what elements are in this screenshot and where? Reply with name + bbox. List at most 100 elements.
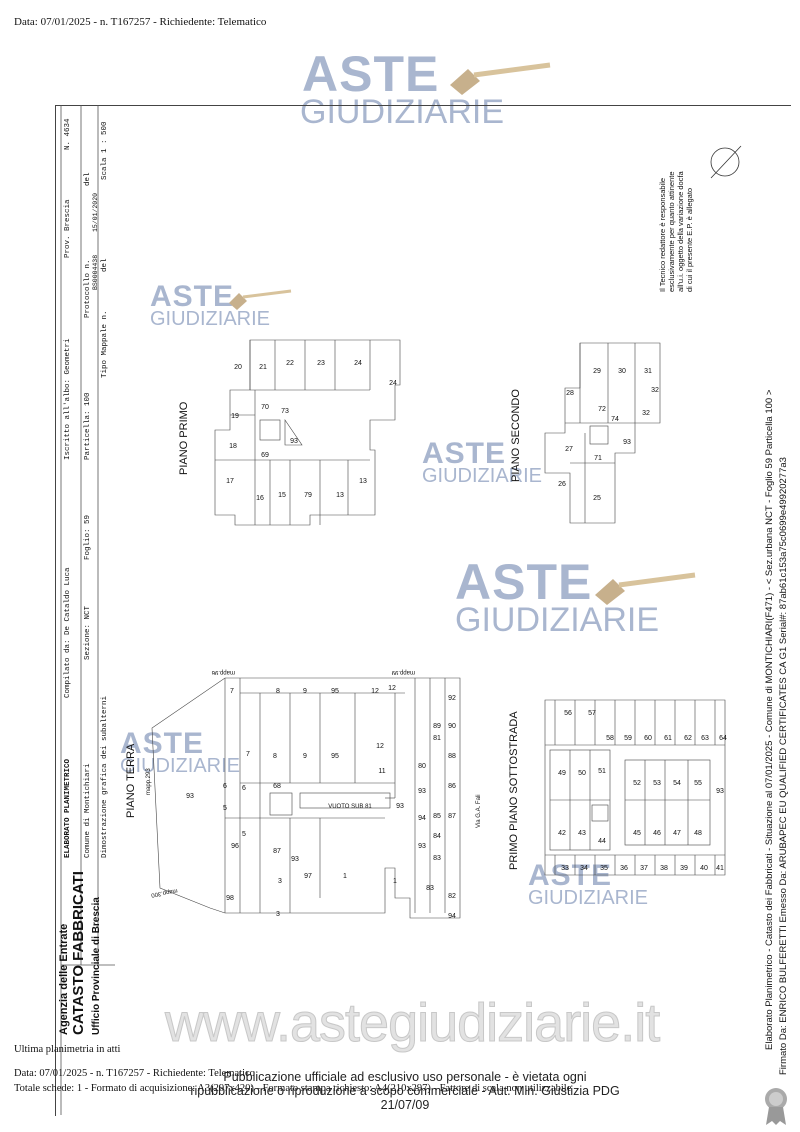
label-vuoto: VUOTO SUB 81	[328, 804, 372, 810]
right-elaborato-text: Elaborato Planimetrico - Catasto dei Fab…	[764, 389, 775, 1050]
tb-elaborato: ELABORATO PLANIMETRICO	[64, 758, 72, 858]
svg-text:54: 54	[673, 780, 681, 787]
svg-text:82: 82	[448, 893, 456, 900]
svg-text:23: 23	[317, 360, 325, 367]
tb-compilato: Compilato da: De Cataldo Luca	[64, 567, 72, 698]
svg-text:24: 24	[354, 360, 362, 367]
svg-text:33: 33	[561, 865, 569, 872]
svg-text:12: 12	[388, 685, 396, 692]
svg-text:1: 1	[393, 878, 397, 885]
svg-text:97: 97	[304, 873, 312, 880]
svg-text:90: 90	[448, 723, 456, 730]
label-piano-terra: PIANO TERRA	[125, 743, 137, 818]
svg-text:93: 93	[396, 803, 404, 810]
svg-text:28: 28	[566, 390, 574, 397]
tb-del: del	[84, 172, 92, 186]
svg-text:43: 43	[578, 830, 586, 837]
svg-text:5: 5	[242, 831, 246, 838]
svg-text:41: 41	[716, 865, 724, 872]
svg-text:93: 93	[418, 788, 426, 795]
svg-text:9: 9	[303, 753, 307, 760]
label-piano-sottostrada: PRIMO PIANO SOTTOSTRADA	[508, 711, 520, 870]
svg-text:5: 5	[223, 805, 227, 812]
svg-text:95: 95	[331, 753, 339, 760]
svg-text:87: 87	[273, 848, 281, 855]
svg-text:88: 88	[448, 753, 456, 760]
svg-text:26: 26	[558, 481, 566, 488]
svg-text:42: 42	[558, 830, 566, 837]
tb-comune: Comune di Montichiari	[84, 763, 92, 858]
svg-text:50: 50	[578, 770, 586, 777]
svg-text:85: 85	[433, 813, 441, 820]
svg-text:93: 93	[418, 843, 426, 850]
svg-text:9: 9	[303, 688, 307, 695]
gavel-icon	[595, 572, 696, 605]
watermark-logo-left: ASTE GIUDIZIARIE	[120, 727, 241, 777]
svg-text:68: 68	[273, 783, 281, 790]
svg-text:58: 58	[606, 735, 614, 742]
svg-text:84: 84	[433, 833, 441, 840]
svg-text:60: 60	[644, 735, 652, 742]
svg-text:74: 74	[611, 416, 619, 423]
svg-text:3: 3	[276, 911, 280, 918]
svg-text:46: 46	[653, 830, 661, 837]
right-firmato-text: Firmato Da: ENRICO BULFERETTI Emesso Da:…	[778, 457, 789, 1075]
svg-text:61: 61	[664, 735, 672, 742]
svg-text:87: 87	[448, 813, 456, 820]
svg-text:40: 40	[700, 865, 708, 872]
svg-text:55: 55	[694, 780, 702, 787]
svg-text:27: 27	[565, 446, 573, 453]
label-mapp99: mapp.99	[391, 669, 415, 675]
svg-text:53: 53	[653, 780, 661, 787]
svg-text:1: 1	[343, 873, 347, 880]
svg-text:83: 83	[433, 855, 441, 862]
svg-text:49: 49	[558, 770, 566, 777]
certificate-badge-icon	[765, 1088, 787, 1125]
svg-text:83: 83	[426, 885, 434, 892]
tb-protocollo-val: BS0004438	[92, 254, 99, 290]
svg-text:38: 38	[660, 865, 668, 872]
north-arrow-icon	[710, 145, 742, 179]
tb-prov: Prov. Brescia	[64, 199, 72, 258]
gavel-icon	[229, 289, 292, 310]
tb-iscritto: Iscritto all'albo: Geometri	[64, 338, 72, 460]
tb-particella: Particella: 100	[84, 392, 92, 460]
watermark-logo-center: ASTE GIUDIZIARIE	[455, 554, 660, 639]
svg-text:52: 52	[633, 780, 641, 787]
drawing-sheet	[55, 105, 791, 1116]
svg-text:92: 92	[448, 695, 456, 702]
tb-foglio: Foglio: 59	[84, 514, 92, 560]
svg-text:69: 69	[261, 452, 269, 459]
label-piano-secondo: PIANO SECONDO	[510, 389, 522, 482]
svg-text:57: 57	[588, 710, 596, 717]
svg-text:6: 6	[223, 783, 227, 790]
svg-text:45: 45	[633, 830, 641, 837]
svg-text:20: 20	[234, 364, 242, 371]
watermark-logo-mid1: ASTE GIUDIZIARIE	[150, 280, 271, 330]
pub-line2: ripubblicazione o riproduzione a scopo c…	[190, 1084, 620, 1112]
svg-text:72: 72	[598, 406, 606, 413]
svg-text:51: 51	[598, 768, 606, 775]
svg-text:24: 24	[389, 380, 397, 387]
label-mapp293: mapp.293	[146, 768, 152, 795]
svg-text:39: 39	[680, 865, 688, 872]
svg-text:32: 32	[642, 410, 650, 417]
svg-text:94: 94	[448, 913, 456, 920]
svg-text:48: 48	[694, 830, 702, 837]
label-piano-primo: PIANO PRIMO	[178, 401, 190, 475]
svg-text:15: 15	[278, 492, 286, 499]
svg-text:16: 16	[256, 495, 264, 502]
svg-text:79: 79	[304, 492, 312, 499]
watermark-logo-bottom: ASTE GIUDIZIARIE	[528, 859, 649, 909]
svg-text:81: 81	[433, 735, 441, 742]
svg-text:12: 12	[371, 688, 379, 695]
svg-text:96: 96	[231, 843, 239, 850]
svg-text:98: 98	[226, 895, 234, 902]
svg-text:32: 32	[651, 387, 659, 394]
svg-text:71: 71	[594, 455, 602, 462]
label-via-fali: Via G.A. Fali	[476, 794, 482, 828]
svg-text:70: 70	[261, 404, 269, 411]
svg-text:8: 8	[273, 753, 277, 760]
